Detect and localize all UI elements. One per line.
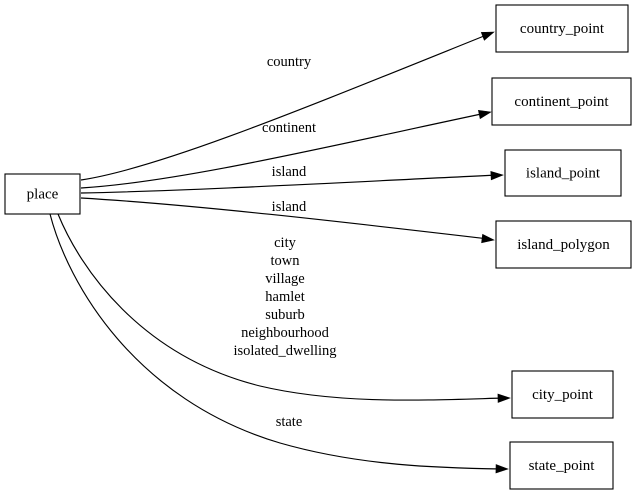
edge-city-path — [57, 213, 506, 401]
edge-island-polygon-path — [80, 197, 490, 240]
edge-country-label: country — [267, 54, 312, 70]
node-island_polygon[interactable]: island_polygon — [495, 220, 632, 269]
edge-city-arrowhead-icon — [497, 393, 511, 403]
node-continent_point-label: continent_point — [514, 94, 609, 110]
edge-country-path — [80, 33, 490, 181]
edge-city-label-line: town — [271, 253, 301, 269]
edge-state-label: state — [276, 414, 303, 430]
node-continent_point-box[interactable] — [491, 77, 632, 126]
edge-continent-label: continent — [262, 120, 316, 136]
node-island_point-label: island_point — [526, 165, 601, 181]
edge-city — [57, 213, 511, 403]
node-place-label: place — [27, 186, 59, 202]
node-state_point-label: state_point — [529, 458, 596, 474]
node-island_polygon-label: island_polygon — [517, 237, 610, 253]
edge-island-polygon-arrowhead-icon — [481, 233, 495, 244]
node-place-box[interactable] — [4, 173, 81, 215]
node-country_point-label: country_point — [520, 21, 605, 37]
node-island_point[interactable]: island_point — [504, 149, 622, 197]
edge-state — [49, 213, 509, 474]
edge-continent — [80, 110, 492, 189]
edge-state-arrowhead-icon — [495, 464, 509, 474]
node-island_polygon-box[interactable] — [495, 220, 632, 269]
node-city_point-label: city_point — [532, 387, 594, 403]
edge-continent-path — [80, 112, 487, 189]
edge-continent-arrowhead-icon — [478, 110, 492, 120]
edge-city-label: city town village hamlet suburb neighbourhood… — [233, 235, 336, 359]
edge-country — [80, 31, 495, 181]
edge-city-label-line: city — [274, 235, 296, 251]
edge-state-path — [49, 213, 504, 470]
edge-country-arrowhead-icon — [480, 31, 495, 41]
edge-island-point-label: island — [272, 164, 307, 180]
edge-island-polygon-label-line: island — [272, 199, 307, 215]
node-place[interactable]: place — [4, 173, 81, 215]
edge-island-point-path — [80, 174, 499, 194]
edge-city-label-line: neighbourhood — [241, 325, 330, 341]
edge-city-label-line: hamlet — [265, 289, 304, 305]
node-state_point[interactable]: state_point — [509, 441, 614, 490]
edge-city-label-line: suburb — [265, 307, 304, 323]
node-city_point-box[interactable] — [511, 370, 614, 419]
node-island_point-box[interactable] — [504, 149, 622, 197]
edge-continent-label-line: continent — [262, 120, 316, 136]
node-state_point-box[interactable] — [509, 441, 614, 490]
node-city_point[interactable]: city_point — [511, 370, 614, 419]
edge-island-point — [80, 171, 504, 194]
nodes-layer: place country_point continent_point island_… — [4, 4, 632, 490]
edges-layer — [49, 31, 511, 474]
node-country_point-box[interactable] — [495, 4, 629, 53]
edge-labels-layer: country continent island island city town vill… — [233, 54, 336, 430]
edge-island-polygon — [80, 197, 495, 244]
edge-island-point-label-line: island — [272, 164, 307, 180]
edge-island-polygon-label: island — [272, 199, 307, 215]
edge-island-point-arrowhead-icon — [490, 171, 504, 181]
edge-state-label-line: state — [276, 414, 303, 430]
node-country_point[interactable]: country_point — [495, 4, 629, 53]
node-continent_point[interactable]: continent_point — [491, 77, 632, 126]
edge-country-label-line: country — [267, 54, 312, 70]
edge-city-label-line: village — [265, 271, 304, 287]
edge-city-label-line: isolated_dwelling — [233, 343, 336, 359]
